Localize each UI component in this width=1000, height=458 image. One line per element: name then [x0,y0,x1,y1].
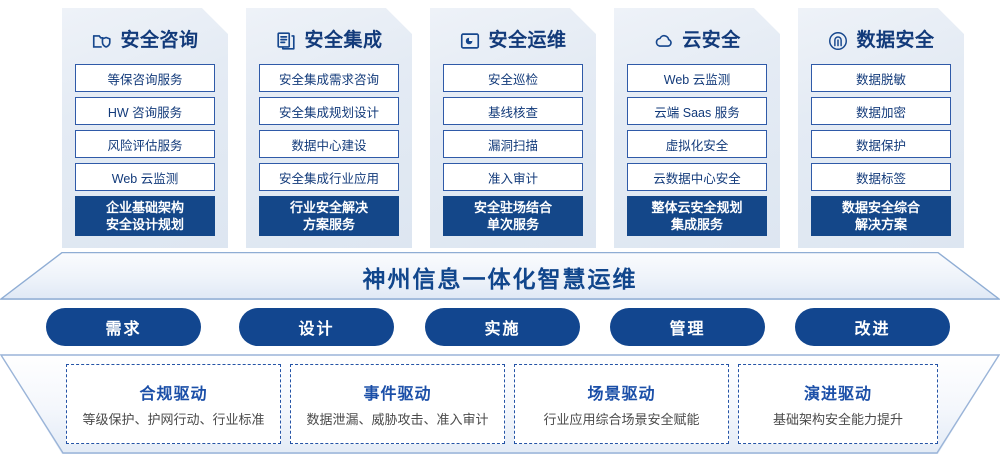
pillar-title: 数据安全 [856,30,935,51]
pillar-highlight[interactable]: 整体云安全规划 集成服务 [627,196,767,236]
pillar-item-list: 安全巡检 基线核查 漏洞扫描 准入审计 安全驻场结合 单次服务 [443,64,583,236]
platform-banner: 神州信息一体化智慧运维 [0,252,1000,300]
pillar-highlight-line: 解决方案 [854,217,907,232]
pillar-item[interactable]: 数据脱敏 [811,64,951,92]
pillar-title: 云安全 [682,30,741,51]
driver-subtitle: 基础架构安全能力提升 [772,412,903,427]
phase-pill-improvement[interactable]: 改进 [795,308,950,346]
pillar-header: 安全运维 [430,26,596,56]
pillar-item[interactable]: 安全集成规划设计 [259,97,399,125]
pillar-title: 安全运维 [488,30,567,51]
pillar-header: 数据安全 [798,26,964,56]
pillar-item-list: 等保咨询服务 HW 咨询服务 风险评估服务 Web 云监测 企业基础架构 安全设… [75,64,215,236]
pillar-title: 安全咨询 [120,30,199,51]
pillar-card-security-operations[interactable]: 安全运维 安全巡检 基线核查 漏洞扫描 准入审计 安全驻场结合 单次服务 [430,8,596,248]
pillar-item-list: 安全集成需求咨询 安全集成规划设计 数据中心建设 安全集成行业应用 行业安全解决… [259,64,399,236]
pillar-header: 云安全 [614,26,780,56]
pillar-item[interactable]: 虚拟化安全 [627,130,767,158]
pillars-section: 安全咨询 等保咨询服务 HW 咨询服务 风险评估服务 Web 云监测 企业基础架… [0,0,1000,256]
pillar-card-data-security[interactable]: 数据安全 数据脱敏 数据加密 数据保护 数据标签 数据安全综合 解决方案 [798,8,964,248]
pillar-highlight-line: 集成服务 [670,217,723,232]
pillar-item[interactable]: 云数据中心安全 [627,163,767,191]
pillar-highlight-line: 整体云安全规划 [651,200,743,215]
pillar-item[interactable]: 安全集成需求咨询 [259,64,399,92]
pillar-highlight-line: 单次服务 [486,217,539,232]
folder-shield-icon [91,30,113,52]
pillar-item-list: 数据脱敏 数据加密 数据保护 数据标签 数据安全综合 解决方案 [811,64,951,236]
pillar-highlight-line: 企业基础架构 [105,200,184,215]
pillar-item[interactable]: Web 云监测 [75,163,215,191]
pillar-item[interactable]: 云端 Saas 服务 [627,97,767,125]
driver-subtitle: 等级保护、护网行动、行业标准 [82,412,265,427]
pillar-highlight[interactable]: 数据安全综合 解决方案 [811,196,951,236]
pillar-item[interactable]: 安全巡检 [443,64,583,92]
pillar-item[interactable]: 数据保护 [811,130,951,158]
driver-card-compliance[interactable]: 合规驱动 等级保护、护网行动、行业标准 [66,364,281,444]
pillar-item[interactable]: 等保咨询服务 [75,64,215,92]
pillar-item-list: Web 云监测 云端 Saas 服务 虚拟化安全 云数据中心安全 整体云安全规划… [627,64,767,236]
pillar-highlight-line: 安全设计规划 [105,217,184,232]
pillar-item[interactable]: Web 云监测 [627,64,767,92]
phase-pill-management[interactable]: 管理 [610,308,765,346]
pillar-highlight-line: 方案服务 [302,217,355,232]
pillar-item[interactable]: 数据标签 [811,163,951,191]
copy-documents-icon [275,30,297,52]
drivers-section: 合规驱动 等级保护、护网行动、行业标准 事件驱动 数据泄漏、威胁攻击、准入审计 … [0,354,1000,454]
driver-title: 合规驱动 [139,386,208,403]
pillar-highlight-line: 行业安全解决 [289,200,368,215]
pillar-highlight-line: 数据安全综合 [841,200,920,215]
monitor-chart-icon [459,30,481,52]
phase-pill-requirement[interactable]: 需求 [46,308,201,346]
pillar-item[interactable]: 安全集成行业应用 [259,163,399,191]
pillar-item[interactable]: 基线核查 [443,97,583,125]
phase-pill-row: 需求 设计 实施 管理 改进 [0,308,1000,348]
pillar-card-cloud-security[interactable]: 云安全 Web 云监测 云端 Saas 服务 虚拟化安全 云数据中心安全 整体云… [614,8,780,248]
pillar-header: 安全集成 [246,26,412,56]
driver-card-incident[interactable]: 事件驱动 数据泄漏、威胁攻击、准入审计 [290,364,505,444]
pillar-header: 安全咨询 [62,26,228,56]
pillar-item[interactable]: 风险评估服务 [75,130,215,158]
phase-pill-implementation[interactable]: 实施 [425,308,580,346]
driver-subtitle: 行业应用综合场景安全赋能 [543,412,700,427]
pillar-highlight[interactable]: 安全驻场结合 单次服务 [443,196,583,236]
pillar-title: 安全集成 [304,30,383,51]
pillar-highlight-line: 安全驻场结合 [473,200,552,215]
driver-card-scenario[interactable]: 场景驱动 行业应用综合场景安全赋能 [514,364,729,444]
pillar-item[interactable]: HW 咨询服务 [75,97,215,125]
platform-banner-title: 神州信息一体化智慧运维 [362,266,638,292]
pillar-item[interactable]: 漏洞扫描 [443,130,583,158]
pillar-card-security-integration[interactable]: 安全集成 安全集成需求咨询 安全集成规划设计 数据中心建设 安全集成行业应用 行… [246,8,412,248]
driver-card-evolution[interactable]: 演进驱动 基础架构安全能力提升 [738,364,938,444]
pillar-item[interactable]: 数据加密 [811,97,951,125]
driver-title: 演进驱动 [803,386,872,403]
driver-title: 场景驱动 [587,386,656,403]
driver-title: 事件驱动 [363,386,432,403]
pillar-highlight[interactable]: 企业基础架构 安全设计规划 [75,196,215,236]
fingerprint-icon [827,30,849,52]
phase-pill-design[interactable]: 设计 [239,308,394,346]
driver-subtitle: 数据泄漏、威胁攻击、准入审计 [306,412,489,427]
pillar-item[interactable]: 准入审计 [443,163,583,191]
pillar-card-security-consulting[interactable]: 安全咨询 等保咨询服务 HW 咨询服务 风险评估服务 Web 云监测 企业基础架… [62,8,228,248]
cloud-icon [653,30,675,52]
pillar-highlight[interactable]: 行业安全解决 方案服务 [259,196,399,236]
pillar-item[interactable]: 数据中心建设 [259,130,399,158]
